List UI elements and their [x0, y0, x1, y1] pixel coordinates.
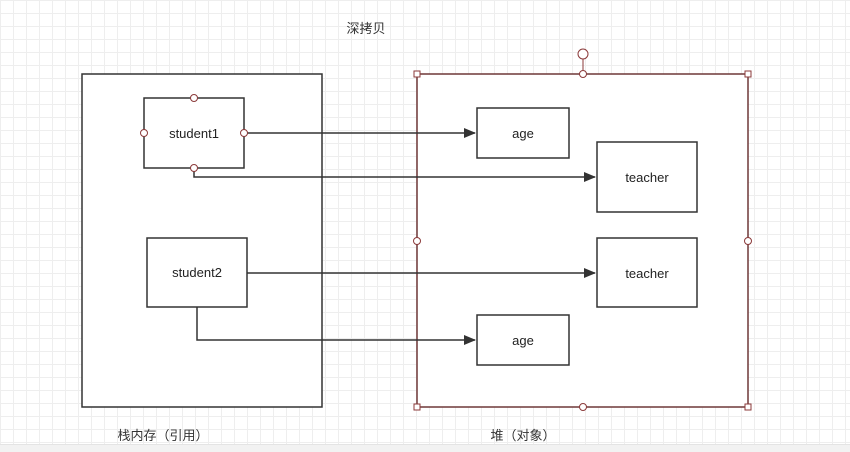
- student1-label: student1: [169, 126, 219, 141]
- bottom-scroll-strip: [0, 444, 850, 452]
- resize-handle-top-right[interactable]: [744, 70, 752, 78]
- heap-box[interactable]: [416, 73, 749, 408]
- student1-connection-point-top[interactable]: [190, 94, 198, 102]
- teacher-bottom-label: teacher: [625, 266, 669, 281]
- resize-handle-bottom-left[interactable]: [413, 403, 421, 411]
- resize-handle-top[interactable]: [579, 70, 587, 78]
- teacher-top-label: teacher: [625, 170, 669, 185]
- teacher-node-top[interactable]: [596, 141, 698, 213]
- age-node-top[interactable]: [476, 107, 570, 159]
- age-node-bottom[interactable]: [476, 314, 570, 366]
- student2-label: student2: [172, 265, 222, 280]
- diagram-title: 深拷贝: [346, 22, 385, 37]
- student1-connection-point-left[interactable]: [140, 129, 148, 137]
- resize-handle-bottom-right[interactable]: [744, 403, 752, 411]
- resize-handle-bottom[interactable]: [579, 403, 587, 411]
- resize-handle-top-left[interactable]: [413, 70, 421, 78]
- student1-node[interactable]: [143, 97, 245, 169]
- student1-connection-point-right[interactable]: [240, 129, 248, 137]
- heap-caption: 堆（对象）: [490, 429, 555, 444]
- teacher-node-bottom[interactable]: [596, 237, 698, 308]
- age-top-label: age: [512, 126, 534, 141]
- age-bottom-label: age: [512, 333, 534, 348]
- rotate-handle[interactable]: [577, 48, 589, 60]
- resize-handle-left[interactable]: [413, 237, 421, 245]
- resize-handle-right[interactable]: [744, 237, 752, 245]
- stack-caption: 栈内存（引用）: [117, 428, 208, 444]
- edge-student2-age[interactable]: [196, 307, 476, 345]
- student1-connection-point-bottom[interactable]: [190, 164, 198, 172]
